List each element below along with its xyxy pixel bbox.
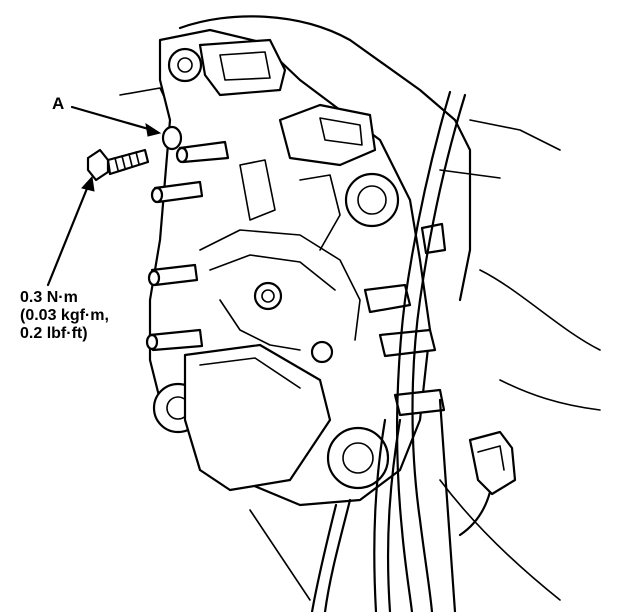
wire-harness xyxy=(310,90,467,612)
leader-lines xyxy=(46,105,162,287)
torque-nm: 0.3 N·m xyxy=(20,289,78,306)
torque-spec: 0.3 N·m (0.03 kgf·m, 0.2 lbf·ft) xyxy=(20,289,109,343)
torque-kgfm: (0.03 kgf·m, xyxy=(20,307,109,324)
switch-housing xyxy=(145,28,447,507)
torque-lbfft: 0.2 lbf·ft) xyxy=(20,325,88,342)
harness-connector xyxy=(458,430,517,537)
engine-outline xyxy=(119,15,601,601)
callout-label-a: A xyxy=(52,94,65,113)
mounting-bolt xyxy=(86,148,150,182)
